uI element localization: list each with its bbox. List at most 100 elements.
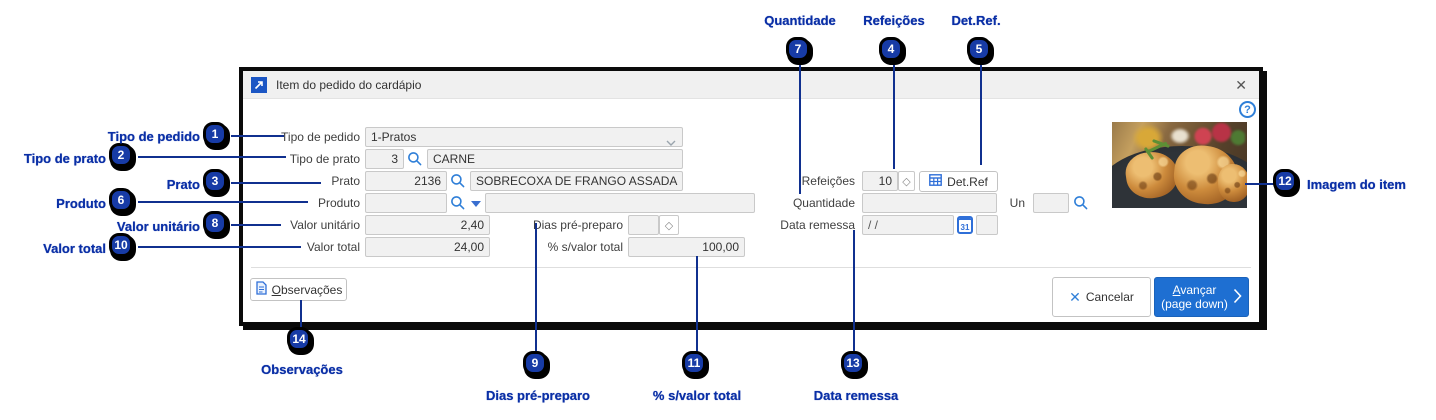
valor-unitario-field[interactable]: 2,40 [365, 215, 490, 235]
valor-total-label: Valor total [306, 240, 360, 254]
callout-label-observacoes: Observações [261, 362, 343, 377]
callout-balloon-10: 10 [109, 233, 133, 257]
det-ref-button-label: Det.Ref [947, 174, 988, 189]
refeicoes-spinner[interactable]: ◇ [898, 171, 915, 191]
callout-line-tipo-de-pedido [231, 135, 284, 137]
garlic-blur [1170, 128, 1190, 144]
callout-label-det-ref: Det.Ref. [951, 13, 1001, 28]
callout-balloon-7: 7 [786, 37, 810, 61]
observacoes-button[interactable]: Observações [250, 278, 347, 301]
callout-balloon-6: 6 [109, 188, 133, 212]
callout-balloon-1: 1 [203, 122, 227, 146]
search-icon[interactable] [1073, 195, 1089, 211]
produto-code-field[interactable] [365, 193, 447, 213]
data-remessa-label: Data remessa [780, 218, 855, 232]
perc-s-valor-total-field[interactable]: 100,00 [628, 237, 745, 257]
search-icon[interactable] [450, 195, 466, 211]
un-field[interactable] [1033, 193, 1069, 213]
callout-balloon-4: 4 [879, 37, 903, 61]
tipo-de-prato-code-field[interactable]: 3 [365, 149, 404, 169]
callout-label-valor-total: Valor total [43, 241, 106, 256]
tipo-de-prato-label: Tipo de prato [289, 152, 360, 166]
callout-line-dias-pre-preparo [535, 223, 537, 353]
callout-balloon-11: 11 [682, 351, 706, 375]
cancelar-button[interactable]: ✕ Cancelar [1052, 277, 1151, 317]
avancar-button-label: Avançar (page down) [1161, 283, 1228, 311]
callout-label-produto: Produto [56, 196, 106, 211]
data-remessa-field[interactable]: / / [862, 215, 954, 235]
dropdown-arrow-icon[interactable] [471, 201, 481, 207]
callout-balloon-12: 12 [1273, 169, 1297, 193]
radish-blur [1189, 122, 1245, 148]
callout-label-refeicoes: Refeições [863, 13, 925, 28]
window-icon [251, 76, 267, 93]
quantidade-field[interactable] [862, 193, 997, 213]
prato-code-field[interactable]: 2136 [365, 171, 447, 191]
title-bar: Item do pedido do cardápio ✕ [243, 71, 1259, 99]
tipo-de-pedido-select[interactable]: 1-Pratos [365, 127, 683, 147]
dias-pre-preparo-field[interactable] [628, 215, 659, 235]
un-label: Un [1009, 196, 1025, 210]
tipo-de-prato-desc-field[interactable]: CARNE [427, 149, 683, 169]
callout-balloon-3: 3 [203, 169, 227, 193]
callout-balloon-13: 13 [841, 351, 865, 375]
callout-line-observacoes [300, 300, 302, 330]
callout-line-perc-s-valor-total [696, 256, 698, 353]
callout-balloon-5: 5 [967, 37, 991, 61]
callout-line-valor-unitario [231, 224, 281, 226]
callout-line-det-ref [980, 64, 982, 165]
search-icon[interactable] [407, 151, 423, 167]
dias-pre-preparo-spinner[interactable]: ◇ [659, 215, 679, 235]
footer-divider [251, 267, 1251, 268]
document-icon [255, 281, 267, 298]
window-title: Item do pedido do cardápio [276, 77, 422, 92]
tipo-de-pedido-value: 1-Pratos [371, 130, 417, 144]
prato-label: Prato [331, 174, 360, 188]
cancelar-button-label: Cancelar [1085, 290, 1134, 304]
data-remessa-extra-field[interactable] [976, 215, 998, 235]
tipo-de-pedido-label: Tipo de pedido [281, 130, 360, 144]
chevron-down-icon [666, 135, 676, 146]
callout-line-refeicoes [893, 64, 895, 169]
refeicoes-label: Refeições [801, 174, 855, 188]
quantidade-label: Quantidade [792, 196, 855, 210]
search-icon[interactable] [450, 173, 466, 189]
x-icon: ✕ [1069, 288, 1081, 305]
callout-label-perc-s-valor-total: % s/valor total [652, 388, 742, 403]
callout-label-quantidade: Quantidade [764, 13, 836, 28]
callout-line-produto [138, 201, 308, 203]
refeicoes-field[interactable]: 10 [862, 171, 898, 191]
valor-total-field[interactable]: 24,00 [365, 237, 490, 257]
chevron-right-icon [1233, 288, 1242, 307]
produto-desc-field[interactable] [485, 193, 755, 213]
help-icon[interactable]: ? [1239, 101, 1256, 118]
perc-s-valor-total-label: % s/valor total [547, 240, 623, 254]
observacoes-button-label: Observações [271, 282, 343, 297]
callout-label-prato: Prato [166, 177, 200, 192]
callout-line-imagem-do-item [1245, 183, 1275, 185]
dias-pre-preparo-label: Dias pré-preparo [532, 218, 623, 232]
callout-line-valor-total [138, 246, 301, 248]
callout-label-valor-unitario: Valor unitário [116, 219, 200, 234]
valor-unitario-label: Valor unitário [290, 218, 360, 232]
calendar-icon[interactable]: 31 [957, 216, 973, 234]
produto-label: Produto [317, 196, 360, 210]
callout-line-quantidade [799, 64, 801, 194]
callout-label-dias-pre-preparo: Dias pré-preparo [485, 388, 591, 403]
callout-balloon-14: 14 [287, 327, 311, 351]
callout-label-data-remessa: Data remessa [813, 388, 899, 403]
table-icon [929, 174, 943, 189]
chicken-piece [1218, 164, 1247, 202]
det-ref-button[interactable]: Det.Ref [919, 171, 998, 192]
callout-balloon-2: 2 [109, 143, 133, 167]
callout-line-tipo-de-prato [138, 156, 286, 158]
close-icon[interactable]: ✕ [1235, 76, 1247, 93]
callout-line-data-remessa [853, 230, 855, 353]
item-do-pedido-dialog: Item do pedido do cardápio ✕ ? Tipo de p… [239, 67, 1263, 326]
callout-balloon-9: 9 [523, 351, 547, 375]
avancar-button[interactable]: Avançar (page down) [1154, 277, 1249, 317]
callout-label-tipo-de-pedido: Tipo de pedido [107, 129, 200, 144]
prato-desc-field[interactable]: SOBRECOXA DE FRANGO ASSADA [470, 171, 683, 191]
callout-balloon-8: 8 [203, 211, 227, 235]
